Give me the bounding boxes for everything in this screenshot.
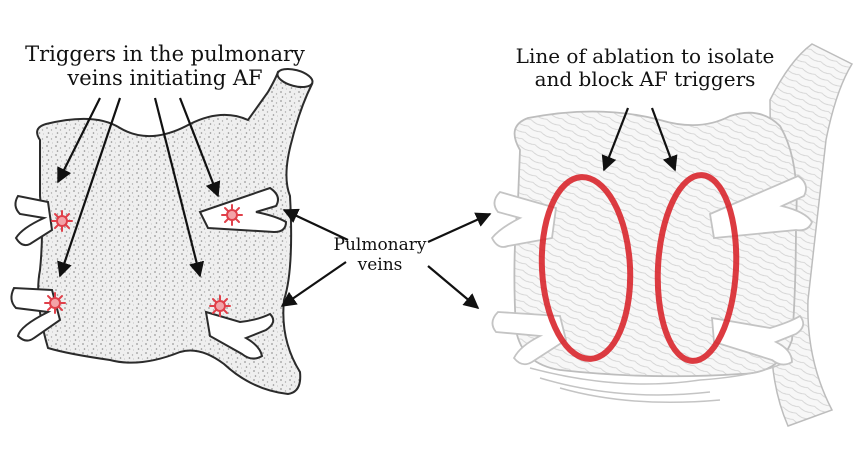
arrow-icon: [57, 97, 101, 184]
pulmonary-veins-label-line2: veins: [357, 254, 403, 275]
left-atrium-body: [36, 70, 314, 396]
arrow-icon: [282, 208, 349, 241]
ablation-label: Line of ablation to isolate and block AF…: [510, 45, 780, 91]
arrow-icon: [280, 261, 347, 307]
arrow-icon: [178, 97, 221, 198]
vein-upper-left-ablation: [490, 190, 557, 248]
ablation-ring-left: [538, 174, 634, 362]
arrow-icon: [57, 97, 122, 278]
vein-upper-left: [14, 194, 54, 247]
vein-lower-right-ablation: [711, 314, 805, 366]
trigger-starburst-icon: [51, 210, 73, 232]
trigger-starburst-icon: [44, 292, 66, 314]
pulmonary-veins-label-line1: Pulmonary: [333, 235, 427, 255]
vein-lower-right: [204, 310, 275, 360]
vein-lower-left: [10, 286, 62, 342]
arrow-icon: [601, 107, 630, 172]
left-atrium-triggers: [10, 67, 314, 396]
left-atrium-ablation: [490, 43, 854, 427]
pulmonary-vein-arrows: [280, 208, 492, 309]
arrow-icon: [153, 97, 205, 278]
ablation-label-line2: and block AF triggers: [534, 67, 756, 91]
pulmonary-veins-label: Pulmonary veins: [330, 235, 430, 275]
triggers-label-line2: veins initiating AF: [67, 66, 263, 91]
arrow-icon: [427, 265, 480, 309]
vein-upper-right: [198, 186, 288, 234]
trigger-starburst-icon: [209, 295, 231, 317]
triggers-label-line1: Triggers in the pulmonary: [25, 42, 305, 66]
triggers-label: Triggers in the pulmonary veins initiati…: [20, 42, 310, 90]
arrow-icon: [650, 107, 678, 172]
arrow-icon: [427, 212, 492, 244]
trigger-starburst-icon: [221, 204, 243, 226]
top-vessel-opening: [276, 67, 314, 89]
ablation-label-line1: Line of ablation to isolate: [515, 44, 775, 68]
bottom-folds: [529, 359, 791, 404]
vein-lower-left-ablation: [491, 311, 568, 366]
ablation-ring-right: [654, 172, 740, 364]
